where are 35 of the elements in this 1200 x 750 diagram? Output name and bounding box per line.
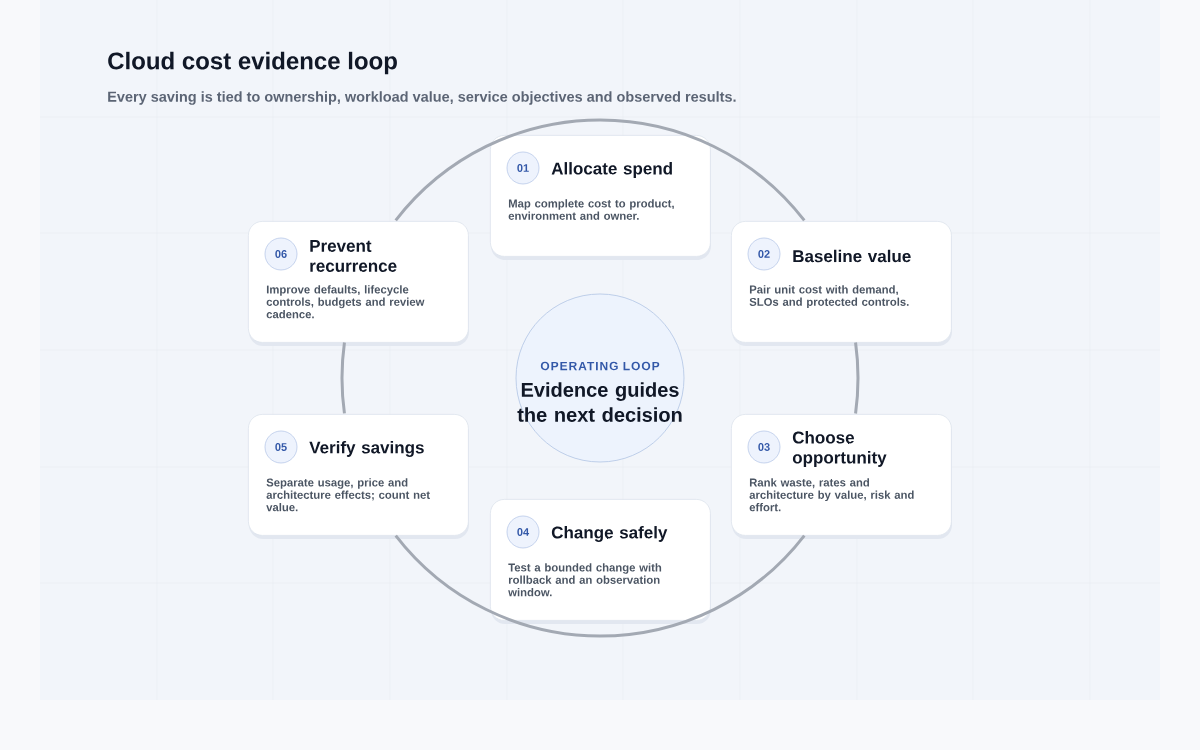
subtitle: Every saving is tied to ownership, workload value, service objectives and observed results.: [108, 91, 736, 105]
step-card: [490, 499, 711, 624]
step-title: Allocate spend: [551, 162, 672, 178]
step-number-badge: 02: [747, 237, 781, 271]
step-description: Rank waste, rates and architecture by value, risk and effort.: [749, 478, 914, 512]
loop-statement: Evidence guides the next decision: [517, 382, 682, 422]
step-number-badge: 06: [264, 237, 298, 271]
step-title: Change safely: [551, 526, 668, 542]
loop-connector: [394, 118, 601, 222]
loop-connector: [599, 118, 806, 222]
step-number-badge: 04: [506, 515, 540, 549]
step-title: Baseline value: [793, 249, 911, 263]
step-description: Separate usage, price and architecture effects; count net value.: [266, 478, 430, 512]
step-title: Prevent recurrence: [310, 240, 397, 272]
step-card: [490, 135, 711, 260]
step-card: [248, 414, 469, 539]
title: Cloud cost evidence loop: [108, 51, 397, 75]
loop-label: OPERATING LOOP: [540, 361, 660, 371]
step-number-badge: 03: [747, 430, 781, 464]
step-number-badge: 05: [264, 430, 298, 464]
step-description: Improve defaults, lifecycle controls, budgets and review cadence.: [266, 285, 425, 319]
step-card: [731, 414, 952, 539]
step-card: [248, 221, 469, 346]
center-circle: [515, 293, 685, 463]
step-description: Map complete cost to product, environment and owner.: [508, 199, 674, 220]
step-title: Verify savings: [309, 441, 424, 457]
step-title: Choose opportunity: [792, 431, 887, 467]
step-card: [731, 221, 952, 346]
step-description: Test a bounded change with rollback and an observation window.: [508, 563, 662, 597]
step-number-badge: 01: [506, 151, 540, 185]
loop-connector: [394, 534, 601, 638]
step-description: Pair unit cost with demand, SLOs and protected controls.: [749, 285, 909, 309]
loop-connector: [599, 534, 806, 638]
loop-connector: [340, 342, 346, 414]
loop-connector: [854, 342, 860, 414]
